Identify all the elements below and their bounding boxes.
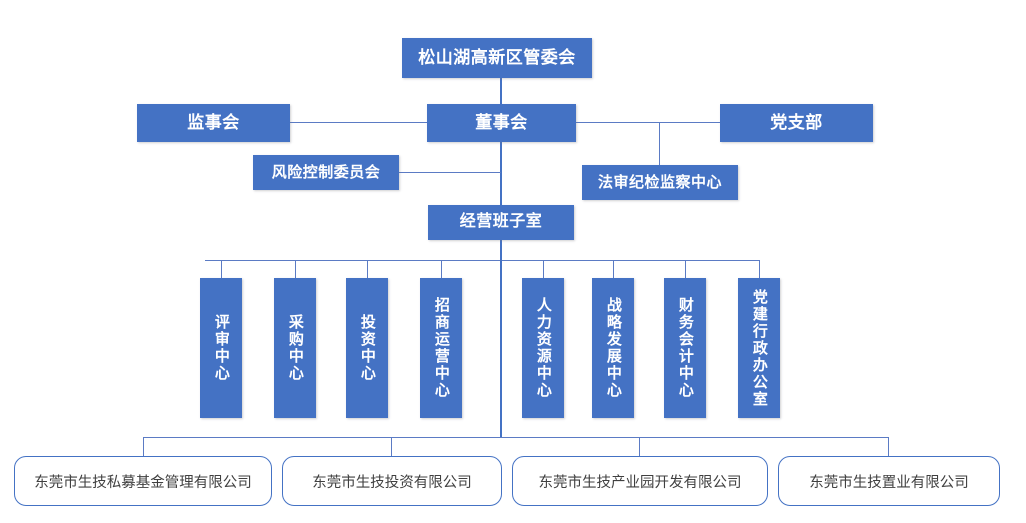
connector-department-stem bbox=[759, 260, 760, 278]
node-department-strategy[interactable]: 战略发展中心 bbox=[592, 278, 634, 418]
connector-department-stem bbox=[221, 260, 222, 278]
connector-department-stem bbox=[685, 260, 686, 278]
node-subsidiary-investment[interactable]: 东莞市生技投资有限公司 bbox=[282, 456, 502, 506]
node-department-party-admin[interactable]: 党建行政办公室 bbox=[738, 278, 780, 418]
node-legal-audit-inspection-center[interactable]: 法审纪检监察中心 bbox=[582, 165, 738, 200]
node-department-investment[interactable]: 投资中心 bbox=[346, 278, 388, 418]
connector-subsidiary-stem bbox=[888, 437, 889, 456]
connector-trunk-to-subsidiaries bbox=[500, 260, 502, 437]
connector-subsidiary-stem bbox=[143, 437, 144, 456]
node-department-finance[interactable]: 财务会计中心 bbox=[664, 278, 706, 418]
node-board-of-directors[interactable]: 董事会 bbox=[427, 104, 576, 142]
connector-party-bus-to-audit bbox=[659, 122, 660, 166]
connector-bus-level2-left bbox=[290, 122, 428, 123]
connector-board-to-management bbox=[500, 142, 502, 206]
node-subsidiary-property[interactable]: 东莞市生技置业有限公司 bbox=[778, 456, 1000, 506]
connector-subsidiary-stem bbox=[639, 437, 640, 456]
node-management-committee[interactable]: 松山湖高新区管委会 bbox=[402, 38, 592, 78]
connector-department-stem bbox=[441, 260, 442, 278]
connector-department-stem bbox=[367, 260, 368, 278]
connector-root-to-bus bbox=[500, 78, 502, 105]
connector-risk-to-trunk bbox=[399, 172, 501, 173]
node-department-operations[interactable]: 招商运营中心 bbox=[420, 278, 462, 418]
connector-subsidiary-stem bbox=[391, 437, 392, 456]
node-subsidiary-industrial-park[interactable]: 东莞市生技产业园开发有限公司 bbox=[512, 456, 768, 506]
connector-department-bus bbox=[205, 260, 759, 261]
node-department-hr[interactable]: 人力资源中心 bbox=[522, 278, 564, 418]
node-management-team-office[interactable]: 经营班子室 bbox=[428, 205, 574, 240]
connector-department-stem bbox=[543, 260, 544, 278]
connector-management-to-departments bbox=[500, 240, 502, 261]
connector-department-stem bbox=[295, 260, 296, 278]
node-department-procurement[interactable]: 采购中心 bbox=[274, 278, 316, 418]
node-supervisory-board[interactable]: 监事会 bbox=[137, 104, 290, 142]
node-risk-control-committee[interactable]: 风险控制委员会 bbox=[253, 155, 399, 190]
connector-subsidiary-bus bbox=[143, 437, 888, 438]
node-party-branch[interactable]: 党支部 bbox=[720, 104, 873, 142]
node-department-review[interactable]: 评审中心 bbox=[200, 278, 242, 418]
connector-department-stem bbox=[613, 260, 614, 278]
connector-bus-level2-right bbox=[576, 122, 720, 123]
node-subsidiary-fund[interactable]: 东莞市生技私募基金管理有限公司 bbox=[14, 456, 272, 506]
